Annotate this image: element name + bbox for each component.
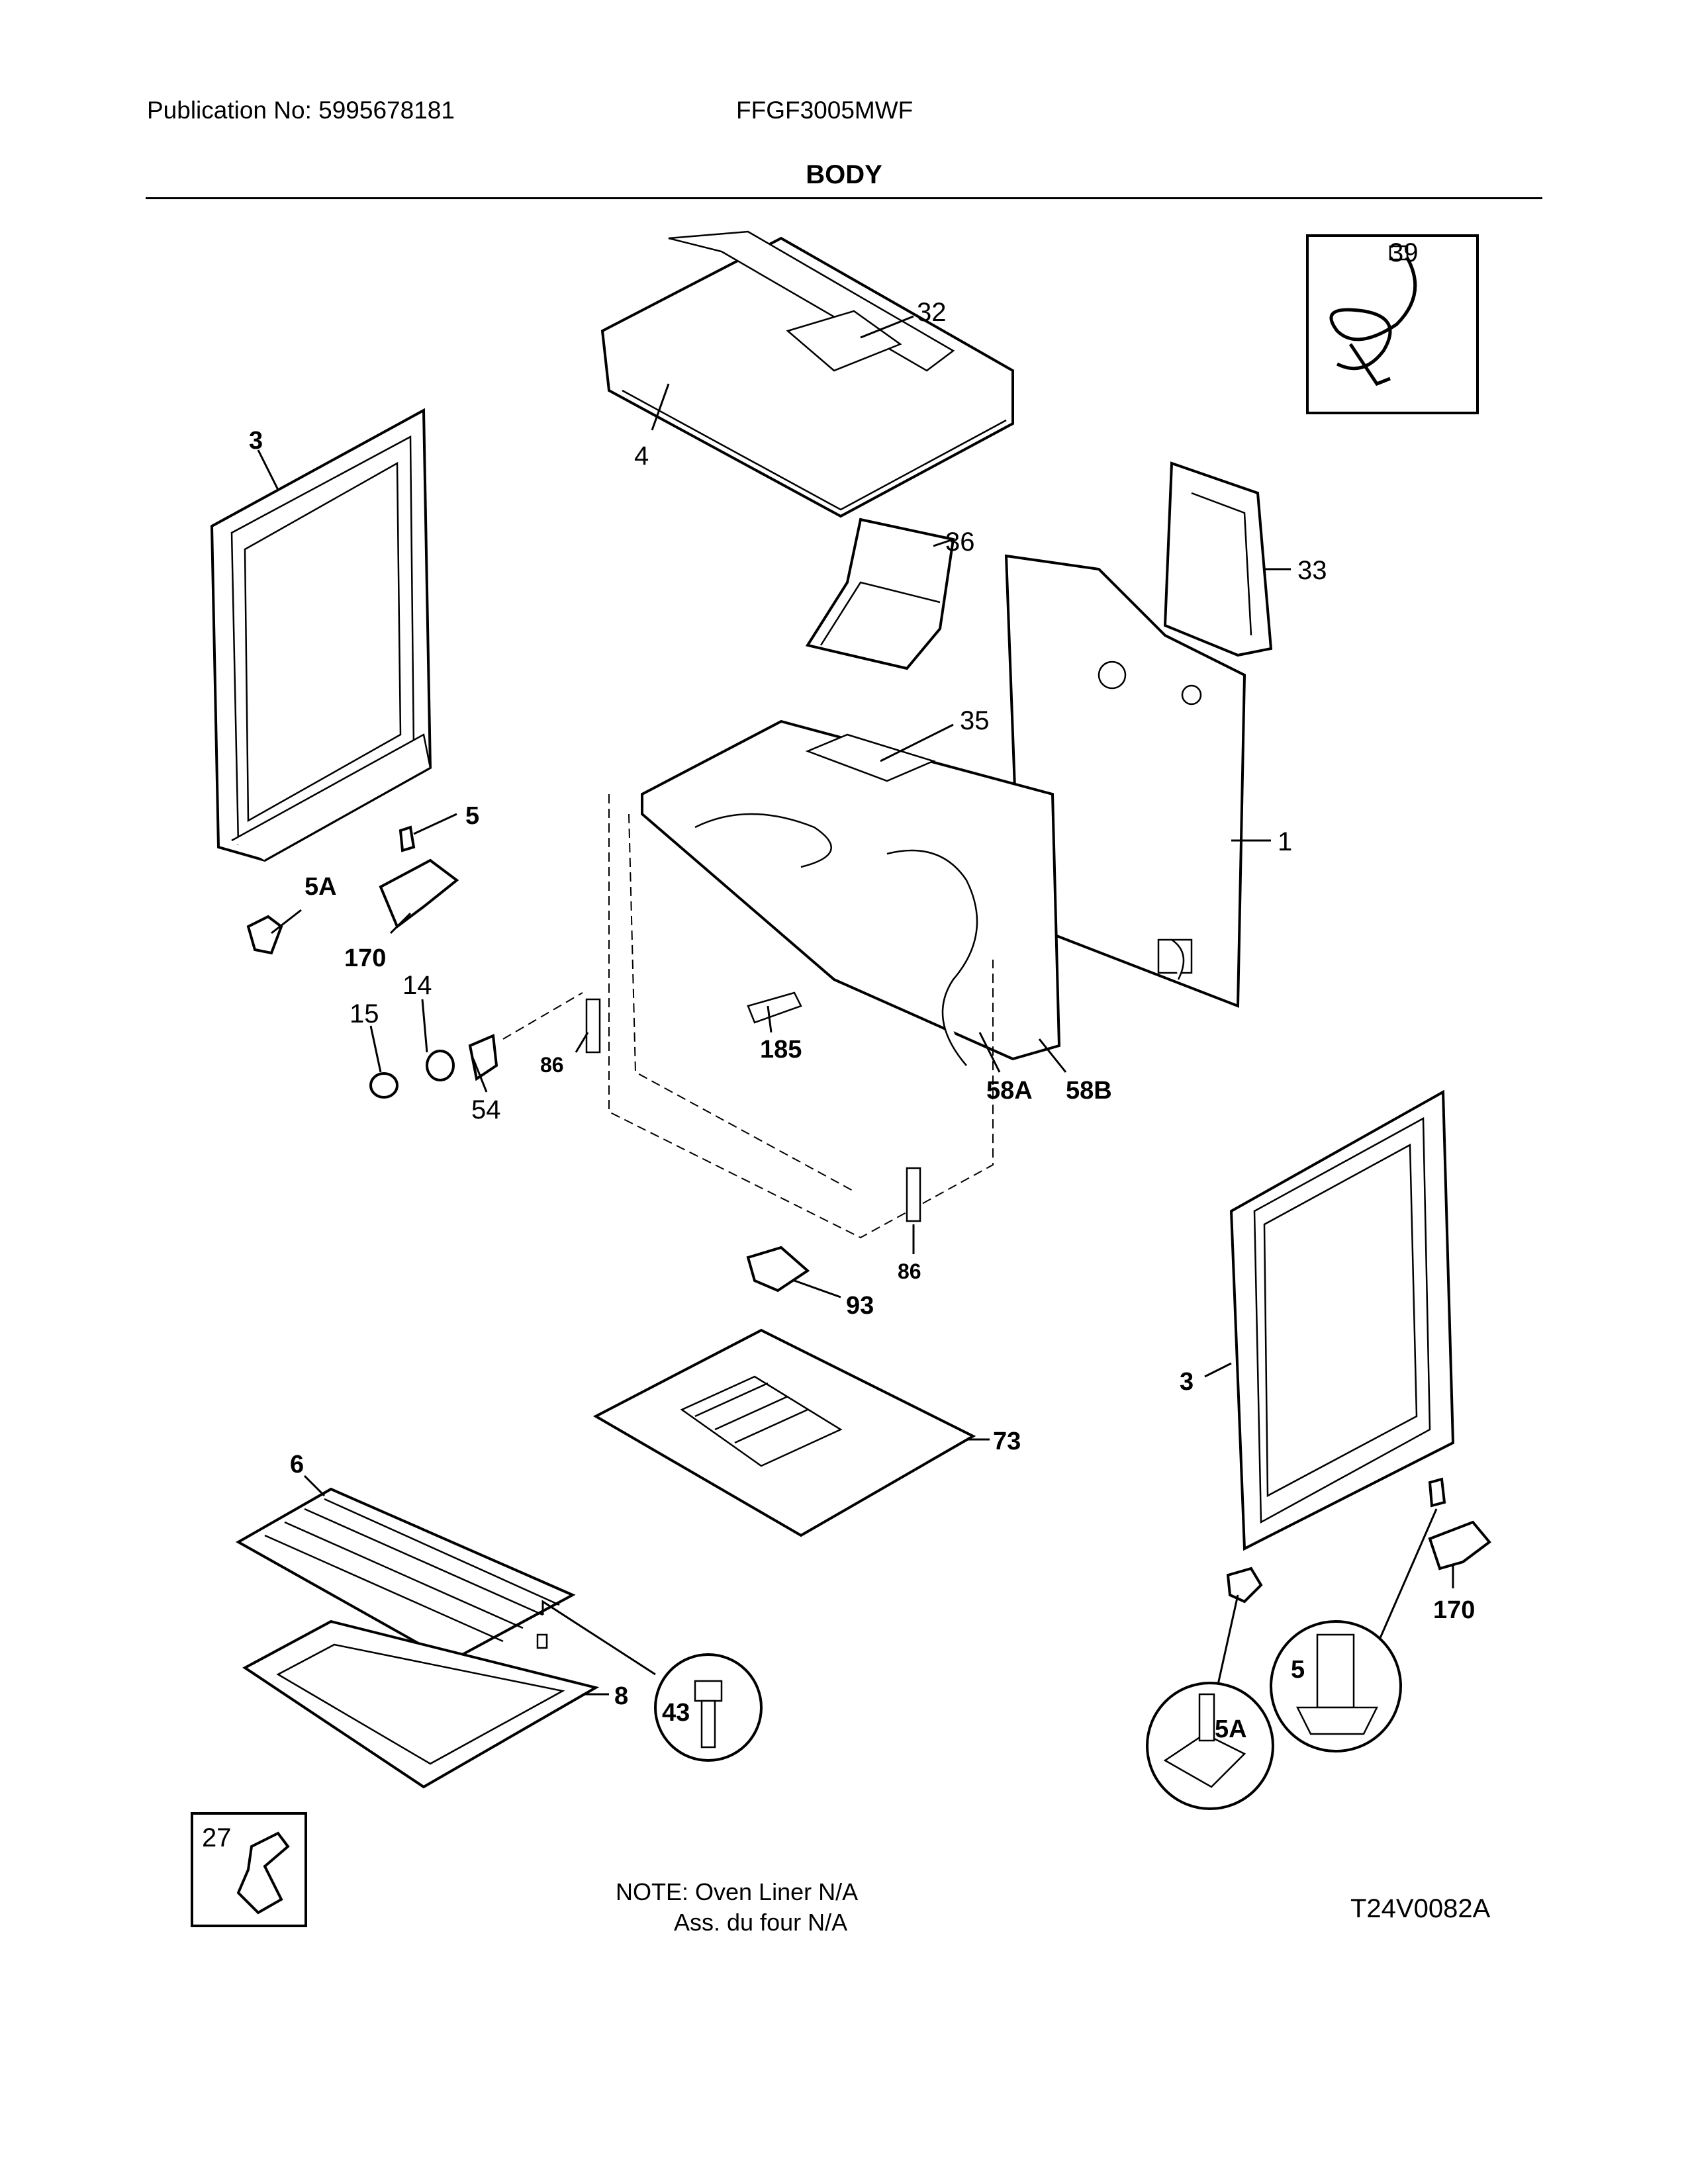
leader-3-right [1204,1362,1232,1378]
leader-170-left [389,912,412,934]
label-73: 73 [993,1428,1021,1455]
publication-number: Publication No: 5995678181 [147,97,455,124]
label-58A: 58A [986,1077,1033,1105]
label-6: 6 [290,1451,304,1479]
leader-32 [860,315,914,339]
label-54: 54 [471,1095,501,1124]
note-line-2: Ass. du four N/A [674,1909,848,1936]
label-93: 93 [846,1292,874,1320]
model-number: FFGF3005MWF [736,97,914,124]
leader-93 [794,1279,841,1298]
oven-vent[interactable] [805,518,955,670]
label-5A-right: 5A [1215,1715,1247,1743]
label-170-left: 170 [344,944,386,972]
leader-58A [978,1032,1001,1073]
leveling-leg-right[interactable] [1428,1477,1446,1508]
label-27: 27 [202,1823,232,1852]
leader-185 [767,1005,773,1033]
leveling-leg-left[interactable] [399,825,416,852]
drawer-pan[interactable] [242,1619,600,1789]
label-3-left: 3 [249,427,263,455]
leader-3-left [257,449,279,490]
oven-bottom[interactable] [592,1328,976,1537]
label-15: 15 [350,999,379,1028]
label-36: 36 [945,527,975,557]
label-185: 185 [760,1036,802,1064]
label-33: 33 [1297,556,1327,585]
leader-14 [421,999,428,1053]
label-86-upper: 86 [540,1053,564,1077]
hinge-receptacle-upper[interactable] [585,998,601,1054]
oven-cavity[interactable] [608,719,1061,1239]
bracket-inset[interactable] [191,1812,307,1927]
right-side-panel[interactable] [1229,1089,1455,1551]
label-86-lower: 86 [898,1259,921,1283]
leg-detail-5[interactable] [1270,1508,1438,1752]
leader-54 [472,1058,488,1093]
leader-36 [933,538,954,547]
top-cover[interactable] [600,230,1014,518]
section-title: BODY [806,160,882,189]
leader-5A-left [271,909,302,934]
anti-tip-bracket-left[interactable] [379,858,459,929]
label-32: 32 [917,298,947,327]
label-14: 14 [402,971,432,1000]
label-39: 39 [1389,238,1419,267]
note-line-1: NOTE: Oven Liner N/A [616,1878,859,1905]
screw-detail-43[interactable] [536,1600,763,1762]
leader-86-upper [575,1032,589,1053]
label-5-right: 5 [1291,1656,1305,1684]
left-side-panel[interactable] [210,408,432,862]
power-cord-inset[interactable] [1306,234,1479,414]
label-1: 1 [1278,827,1292,856]
leader-35 [880,723,954,762]
hinge-receptacle-lower[interactable] [906,1167,921,1222]
oven-lamp-parts[interactable] [369,992,583,1099]
oven-rack[interactable] [235,1487,576,1663]
leader-6 [303,1475,326,1497]
leader-58B [1038,1038,1067,1073]
label-58B: 58B [1066,1077,1112,1105]
anti-tip-bracket-right[interactable] [1428,1520,1491,1570]
label-3-right: 3 [1180,1368,1194,1396]
header-divider [146,197,1542,199]
label-170-right: 170 [1433,1596,1475,1624]
burner-baffle[interactable] [746,1246,810,1293]
label-5A-left: 5A [305,873,337,901]
label-4: 4 [634,441,649,471]
leader-5-left [413,813,457,835]
rear-cover[interactable] [1163,461,1273,657]
label-8: 8 [614,1682,628,1710]
leader-15 [369,1025,382,1073]
rear-panel[interactable] [1004,554,1246,1008]
leader-4 [651,383,670,431]
label-5-left: 5 [465,802,479,830]
leg-detail-5A[interactable] [1146,1594,1274,1810]
leg-bracket-left[interactable] [246,915,283,955]
label-35: 35 [960,706,990,735]
leg-bracket-right[interactable] [1226,1567,1263,1604]
label-43: 43 [662,1699,690,1727]
diagram-code: T24V0082A [1350,1894,1491,1923]
